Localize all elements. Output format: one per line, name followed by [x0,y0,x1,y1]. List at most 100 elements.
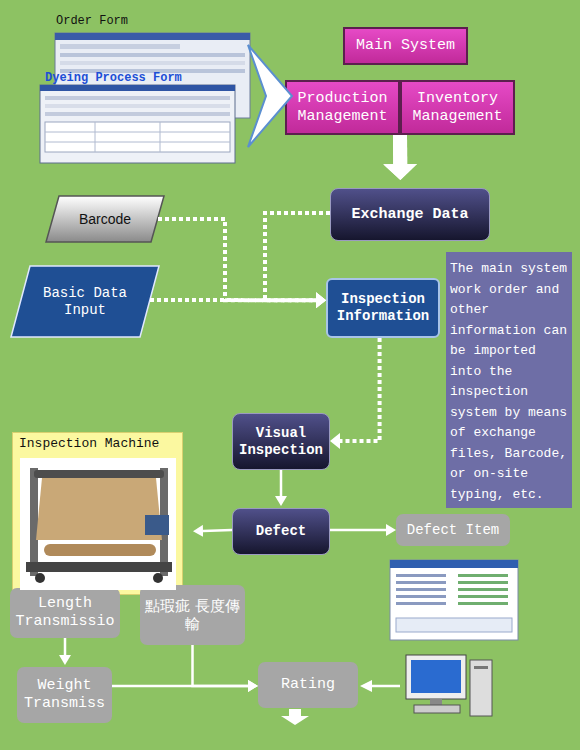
form-row [60,44,180,49]
screenshot-caption: Dyeing Process Form [45,71,182,85]
list-row [396,574,446,577]
button-strip [396,618,512,632]
list-row [458,602,508,605]
node-label: Length Transmissio [14,595,116,631]
node-label: Basic Data Input [35,285,135,319]
form-row [60,53,245,57]
keyboard [414,705,460,713]
continue-arrow-shaft [289,709,301,717]
monitor-screen [411,660,461,693]
dotted-flow-arrow [340,338,380,441]
dotted-flow-arrow [158,219,316,300]
flow-arrow [393,135,407,164]
node-label: Rating [281,676,335,694]
list-row [396,595,446,598]
grid-line [45,142,230,143]
list-row [396,581,446,584]
input-parallelogram: Barcode [45,195,165,243]
note-box: The main system work order and other inf… [446,252,572,508]
node-label: Inspection Information [332,291,434,325]
title-bar [55,33,250,40]
machine-side [30,468,38,576]
list-row [396,602,446,605]
node-label: Barcode [79,211,131,228]
computer-icon [406,655,492,716]
grid-line [160,122,161,152]
process-box: Visual Inspection [232,413,330,470]
list-row [458,581,508,584]
output-box: Defect Item [396,514,510,546]
grid-line [95,122,96,152]
machine-wheel [153,573,163,583]
fabric-sheet [36,478,162,540]
form-row [60,69,245,73]
module-box: Inventory Management [400,80,515,135]
node-label: Exchange Data [351,206,468,224]
machine-base [26,562,172,572]
monitor-stand [430,699,442,705]
flow-arrow [393,135,407,164]
node-label: Production Management [291,90,394,126]
flow-arrow [280,470,283,496]
window-frame [40,85,235,163]
node-label: Weight Transmiss [21,677,108,713]
flow-arrow [112,685,248,688]
node-label: Visual Inspection [237,425,325,459]
flow-arrow [64,638,67,655]
process-box: Defect [232,508,330,555]
flow-arrow [203,529,232,532]
control-panel [145,515,169,535]
pc-tower [470,660,492,716]
output-box: Length Transmissio [10,588,120,638]
process-box: Inspection Information [326,278,440,338]
node-label: Defect [256,523,306,540]
grid-line [45,132,230,133]
flow-arrow [330,529,386,532]
dotted-flow-arrow [265,213,330,300]
output-box: 點瑕疵 長度傳輸 [140,585,245,645]
monitor [406,655,466,699]
dyeing-form-screenshot [40,85,235,163]
drive-slot [474,666,488,669]
list-row [458,595,508,598]
machine-wheel [35,573,45,583]
node-label: The main system work order and other inf… [450,259,570,505]
picture-frame [20,458,176,590]
list-row [458,588,508,591]
title-bar [40,85,235,91]
list-row [458,574,508,577]
order-form-screenshot [55,33,250,118]
screenshot-caption: Order Form [56,14,128,28]
parallelogram-outline [11,266,159,337]
machine-box: Inspection Machine [12,432,183,595]
node-label: Defect Item [407,522,499,539]
flow-arrow [193,645,249,686]
node-label: 點瑕疵 長度傳輸 [144,597,241,633]
input-parallelogram: Basic Data Input [10,265,160,338]
fabric-roll [44,544,156,556]
continue-arrow-head [281,716,309,725]
parallelogram-outline [46,196,164,242]
output-box: Weight Transmiss [17,667,112,723]
module-box: Production Management [285,80,400,135]
form-row [45,96,230,100]
result-box: Rating [258,662,358,708]
process-box: Exchange Data [330,188,490,241]
top-roller [34,470,164,478]
inspection-machine-picture [20,458,176,590]
node-label: Inspection Machine [19,436,159,452]
form-row [45,104,230,108]
title-bar [390,560,518,568]
input-arrow-head [360,680,372,692]
form-row [45,112,230,116]
defect-item-screenshot [390,560,518,640]
flow-chevron [248,45,292,147]
machine-side [160,468,168,576]
form-row [60,61,245,65]
window-frame [390,560,518,640]
node-label: Inventory Management [406,90,509,126]
window-frame [55,33,250,118]
dotted-flow-arrow [150,298,316,302]
system-box: Main System [343,27,468,65]
